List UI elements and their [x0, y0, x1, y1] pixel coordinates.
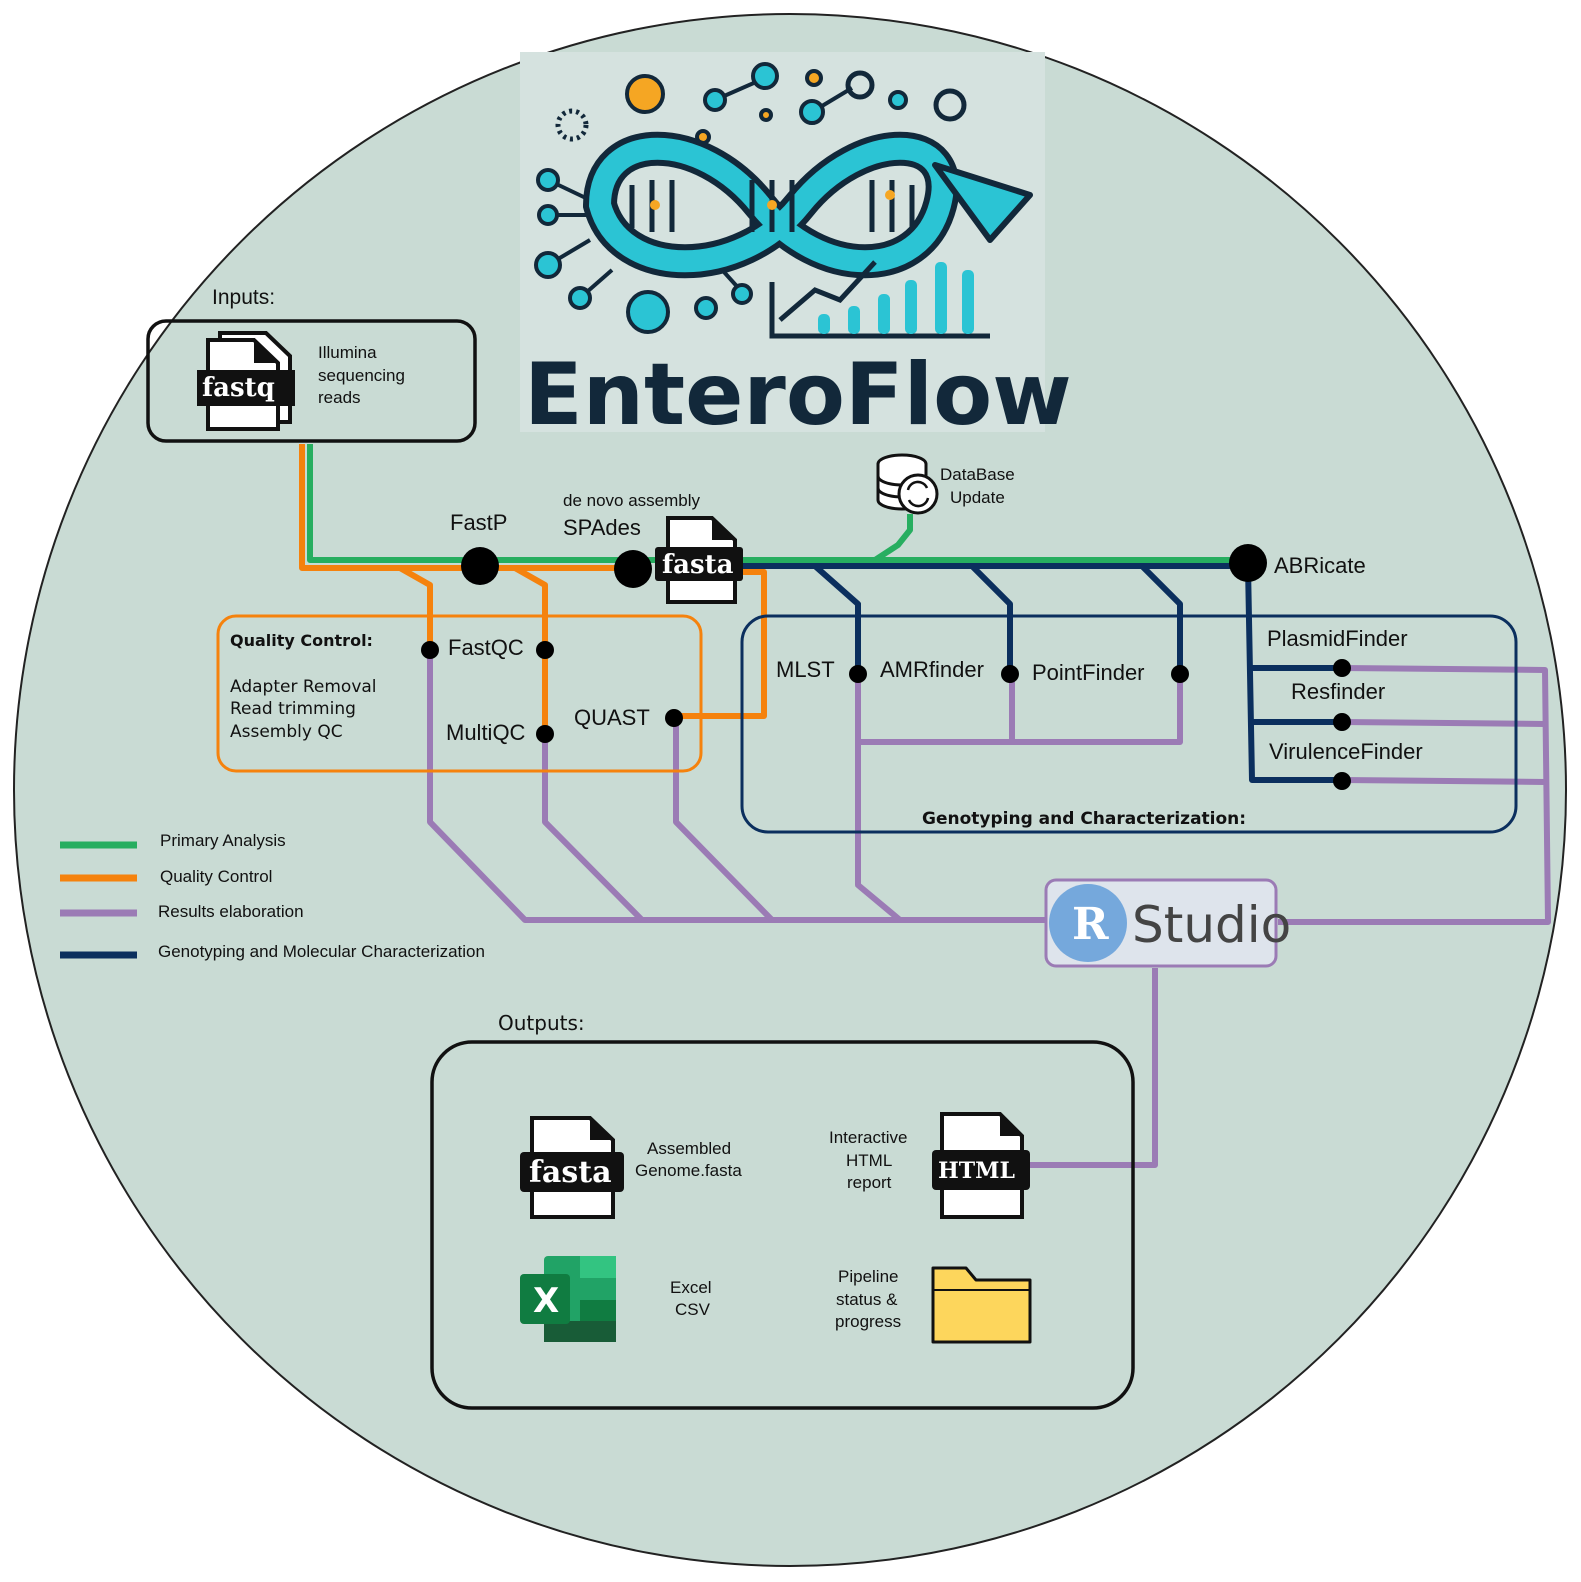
output-fasta-desc-1: Assembled — [647, 1139, 731, 1158]
outputs-heading: Outputs: — [498, 1011, 585, 1035]
amrfinder-label: AMRfinder — [880, 657, 984, 682]
amrfinder-node — [1001, 665, 1019, 683]
rstudio-label: Studio — [1132, 896, 1291, 954]
quality-control-box — [216, 614, 703, 773]
output-status-desc-2: status & — [836, 1290, 898, 1309]
inputs-desc-line-2: sequencing — [318, 366, 405, 385]
legend-label-genotyping: Genotyping and Molecular Characterizatio… — [158, 942, 485, 961]
output-fasta-label: fasta — [529, 1155, 612, 1190]
fastp-node — [461, 547, 499, 585]
genotyping-box — [740, 614, 1518, 834]
quality-control-lines — [299, 444, 767, 732]
enteroflow-logo: EnteroFlow — [520, 52, 1072, 445]
resfinder-label: Resfinder — [1291, 679, 1385, 704]
fastqc-node-right — [536, 641, 554, 659]
output-html-desc-2: HTML — [846, 1151, 892, 1170]
results-elaboration-lines — [427, 650, 1551, 1168]
output-fasta-desc-2: Genome.fasta — [635, 1161, 742, 1180]
output-excel-desc-1: Excel — [670, 1278, 712, 1297]
genotyping-lines — [700, 563, 1342, 783]
output-fasta-icon — [520, 1116, 624, 1219]
mlst-label: MLST — [776, 657, 835, 682]
plasmidfinder-node — [1333, 659, 1351, 677]
multiqc-node — [536, 725, 554, 743]
folder-icon — [931, 1266, 1032, 1344]
spades-node — [614, 550, 652, 588]
spades-label: SPAdes — [563, 515, 641, 540]
fasta-file-label: fasta — [662, 550, 734, 580]
fasta-file-icon — [655, 516, 743, 604]
output-html-desc-1: Interactive — [829, 1128, 907, 1147]
output-status-desc-1: Pipeline — [838, 1267, 899, 1286]
dna-helix-icon — [582, 131, 1033, 279]
output-html-label: HTML — [938, 1158, 1015, 1184]
qc-item-3: Assembly QC — [230, 722, 343, 742]
gear-icon — [555, 70, 967, 142]
excel-icon-letter: X — [533, 1281, 559, 1321]
inputs-desc-line-3: reads — [318, 388, 361, 407]
genotyping-box-title: Genotyping and Characterization: — [922, 809, 1246, 829]
output-html-icon — [932, 1112, 1030, 1219]
virulencefinder-label: VirulenceFinder — [1269, 739, 1423, 764]
mlst-node — [849, 665, 867, 683]
outputs-box — [430, 1040, 1135, 1410]
qc-item-2: Read trimming — [230, 699, 356, 719]
arrow-icon — [932, 162, 1033, 243]
bar-chart-icon — [769, 260, 990, 339]
database-update-line-1: DataBase — [940, 465, 1015, 484]
plasmidfinder-label: PlasmidFinder — [1267, 626, 1408, 651]
fastqc-label: FastQC — [448, 635, 524, 660]
qc-box-title: Quality Control: — [230, 631, 373, 650]
qc-item-1: Adapter Removal — [230, 677, 377, 697]
legend-label-primary: Primary Analysis — [160, 831, 286, 850]
primary-analysis-lines — [307, 444, 1248, 563]
fastq-file-icon — [197, 331, 295, 431]
fastqc-node — [421, 641, 439, 659]
inputs-box — [146, 319, 477, 443]
fastp-label: FastP — [450, 510, 507, 535]
virulencefinder-node — [1333, 772, 1351, 790]
abricate-label: ABRicate — [1274, 553, 1366, 578]
logo-title: EnteroFlow — [524, 345, 1072, 445]
multiqc-label: MultiQC — [446, 720, 526, 745]
legend: Primary Analysis Quality Control Results… — [60, 831, 485, 961]
output-status-desc-3: progress — [835, 1312, 901, 1331]
abricate-node — [1229, 544, 1267, 582]
output-html-desc-3: report — [847, 1173, 892, 1192]
assembly-caption: de novo assembly — [563, 491, 701, 510]
quast-label: QUAST — [574, 705, 650, 730]
database-update-line-2: Update — [950, 488, 1005, 507]
inputs-desc-line-1: Illumina — [318, 343, 377, 362]
legend-label-results: Results elaboration — [158, 902, 304, 921]
resfinder-node — [1333, 713, 1351, 731]
rstudio-logo: R Studio — [1044, 878, 1291, 968]
background-circle — [13, 13, 1567, 1567]
rstudio-r-letter: R — [1072, 899, 1109, 950]
inputs-heading: Inputs: — [212, 286, 275, 309]
pointfinder-label: PointFinder — [1032, 660, 1145, 685]
quast-node — [665, 709, 683, 727]
excel-icon — [520, 1256, 616, 1342]
database-update-icon — [876, 453, 939, 515]
pointfinder-node — [1171, 665, 1189, 683]
fastq-file-label: fastq — [202, 373, 275, 403]
output-excel-desc-2: CSV — [675, 1300, 711, 1319]
legend-label-qc: Quality Control — [160, 867, 272, 886]
